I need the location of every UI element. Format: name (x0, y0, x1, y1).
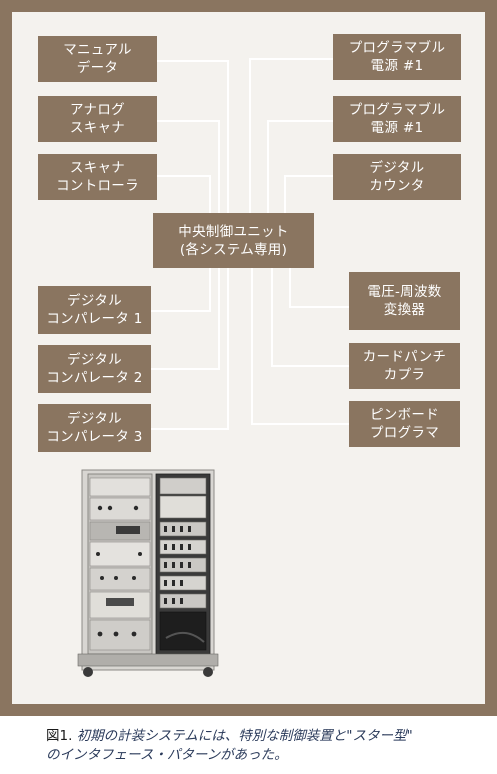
box-label-line1: アナログ (70, 102, 125, 118)
box-label-line2: コントローラ (56, 178, 139, 194)
box-card-punch-coupler: カードパンチ カプラ (349, 343, 460, 389)
center-label-line2: (各システム専用) (179, 241, 288, 258)
box-programmable-power-supply-1: プログラマブル 電源 #1 (333, 34, 461, 80)
box-label-line2: データ (76, 60, 119, 76)
connector-card-punch (271, 268, 349, 367)
box-label-line1: デジタル (67, 352, 122, 368)
box-label-line1: 電圧-周波数 (367, 284, 442, 300)
connector-manual-data (157, 60, 229, 213)
box-label-line2: プログラマ (370, 425, 439, 441)
box-label-line1: デジタル (67, 293, 122, 309)
box-label-line2: カウンタ (369, 178, 425, 194)
connector-analog-scanner (157, 120, 220, 213)
box-label-line2: コンパレータ 1 (46, 311, 143, 327)
box-voltage-frequency-converter: 電圧-周波数 変換器 (349, 272, 460, 330)
box-label-line2: 電源 #1 (370, 120, 424, 136)
box-digital-comparator-3: デジタル コンパレータ 3 (38, 404, 151, 452)
box-digital-comparator-1: デジタル コンパレータ 1 (38, 286, 151, 334)
box-scanner-controller: スキャナ コントローラ (38, 154, 157, 200)
equipment-rack-photo (77, 469, 219, 677)
connector-scanner-controller (157, 175, 211, 213)
figure-label: 図1. (46, 728, 73, 744)
box-label-line2: カプラ (383, 367, 426, 383)
connector-pinboard (251, 268, 349, 425)
box-label-line1: デジタル (67, 411, 122, 427)
box-label-line2: コンパレータ 3 (46, 429, 143, 445)
box-pinboard-programmer: ピンボード プログラマ (349, 401, 460, 447)
box-label-line1: カードパンチ (362, 349, 447, 365)
caption-line1: 初期の計装システムには、特別な制御装置と"スター型" (76, 728, 413, 744)
connector-digital-counter (284, 175, 333, 213)
connector-vf-converter (289, 268, 349, 308)
box-label-line1: デジタル (369, 160, 425, 176)
connector-lines (151, 58, 349, 430)
connector-comparator-3 (151, 268, 229, 430)
figure-caption: 図1. 初期の計装システムには、特別な制御装置と"スター型" のインタフェース・… (46, 727, 486, 765)
box-label-line1: スキャナ (69, 160, 126, 176)
box-manual-data: マニュアル データ (38, 36, 157, 82)
box-label-line1: マニュアル (63, 42, 132, 58)
box-analog-scanner: アナログ スキャナ (38, 96, 157, 142)
box-label-line2: スキャナ (69, 120, 126, 136)
box-label-line1: プログラマブル (348, 102, 446, 118)
connector-power-supply-2 (267, 120, 333, 213)
box-programmable-power-supply-2: プログラマブル 電源 #1 (333, 96, 461, 142)
box-digital-comparator-2: デジタル コンパレータ 2 (38, 345, 151, 393)
caption-line2: のインタフェース・パターンがあった。 (46, 747, 288, 763)
box-label-line1: ピンボード (370, 407, 439, 423)
connector-comparator-2 (151, 268, 220, 370)
box-central-control-unit: 中央制御ユニット (各システム専用) (153, 213, 314, 268)
box-label-line2: コンパレータ 2 (46, 370, 143, 386)
box-label-line1: プログラマブル (348, 40, 446, 56)
center-label-line1: 中央制御ユニット (178, 223, 289, 240)
box-digital-counter: デジタル カウンタ (333, 154, 461, 200)
box-label-line2: 変換器 (383, 302, 426, 318)
box-label-line2: 電源 #1 (370, 58, 424, 74)
connector-comparator-1 (151, 268, 211, 312)
connector-power-supply-1 (249, 58, 333, 213)
